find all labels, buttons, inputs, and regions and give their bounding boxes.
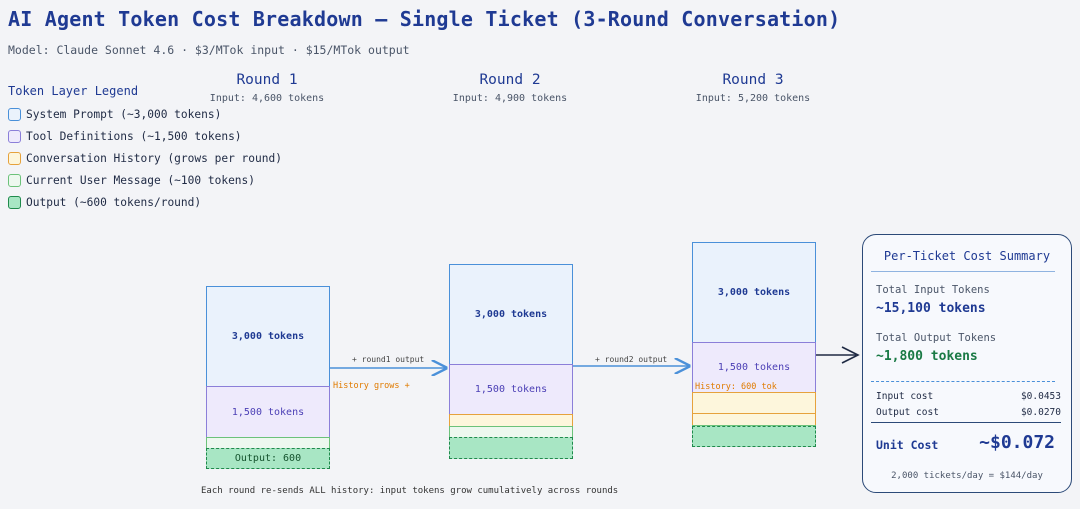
total-input-label: Total Input Tokens	[876, 284, 990, 296]
arrow-1-label: + round1 output	[352, 355, 425, 364]
output-cost-value: $0.0270	[1020, 407, 1061, 418]
legend-item-user-message: Current User Message (~100 tokens)	[8, 172, 255, 188]
total-output-label: Total Output Tokens	[876, 332, 997, 344]
round-2-system-layer: 3,000 tokens	[449, 264, 573, 365]
round-1-tools-layer: 1,500 tokens	[206, 386, 330, 438]
round-1-label: Round 1	[236, 72, 298, 88]
total-output-value: ~1,800 tokens	[876, 349, 978, 364]
round-3-history-layer-a	[692, 392, 816, 414]
round-3-input: Input: 5,200 tokens	[695, 93, 811, 104]
summary-solid-divider	[871, 422, 1061, 423]
round-1-system-layer: 3,000 tokens	[206, 286, 330, 387]
total-input-value: ~15,100 tokens	[876, 301, 986, 316]
legend-label: Tool Definitions (~1,500 tokens)	[26, 129, 242, 143]
summary-footer: 2,000 tickets/day = $144/day	[891, 471, 1043, 481]
round-3-output-layer	[692, 426, 816, 447]
legend-item-output: Output (~600 tokens/round)	[8, 194, 201, 210]
legend-swatch-user	[8, 173, 21, 187]
round-2-stack: 3,000 tokens 1,500 tokens	[449, 264, 573, 460]
arrow-2-label: + round2 output	[595, 355, 668, 364]
legend-swatch-system	[8, 107, 21, 121]
legend-swatch-history	[8, 151, 21, 165]
round-1-output-layer: Output: 600	[206, 448, 330, 469]
legend-label: System Prompt (~3,000 tokens)	[26, 107, 222, 121]
round-3-stack: 3,000 tokens 1,500 tokens	[692, 242, 816, 448]
round-2-label: Round 2	[479, 72, 541, 88]
round-3-history-label: History: 600 tok	[695, 382, 777, 392]
input-cost-label: Input cost	[876, 391, 934, 402]
round-2-input: Input: 4,900 tokens	[452, 93, 568, 104]
legend-title: Token Layer Legend	[8, 84, 139, 98]
summary-dashed-divider	[871, 381, 1055, 382]
cost-summary-card: Per-Ticket Cost Summary Total Input Toke…	[862, 234, 1072, 493]
legend-swatch-tools	[8, 129, 21, 143]
round-1-stack: 3,000 tokens 1,500 tokens Output: 600	[206, 286, 330, 470]
round-3-system-layer: 3,000 tokens	[692, 242, 816, 343]
round-1-input: Input: 4,600 tokens	[209, 93, 325, 104]
page-title: AI Agent Token Cost Breakdown — Single T…	[8, 7, 841, 31]
summary-title-rule	[871, 271, 1055, 272]
unit-cost-label: Unit Cost	[876, 438, 939, 452]
legend-item-tool-definitions: Tool Definitions (~1,500 tokens)	[8, 128, 242, 144]
legend-swatch-output	[8, 195, 21, 209]
round-3-tools-layer: 1,500 tokens	[692, 342, 816, 393]
arrow-round3-to-summary-head	[841, 346, 860, 364]
unit-cost-value: ~$0.072	[979, 432, 1055, 453]
round-2-output-layer	[449, 437, 573, 459]
page-subtitle: Model: Claude Sonnet 4.6 · $3/MTok input…	[8, 43, 410, 57]
legend-label: Conversation History (grows per round)	[26, 151, 282, 165]
footnote: Each round re-sends ALL history: input t…	[201, 486, 619, 496]
legend-item-system-prompt: System Prompt (~3,000 tokens)	[8, 106, 221, 122]
input-cost-value: $0.0453	[1020, 391, 1061, 402]
output-cost-label: Output cost	[876, 407, 939, 418]
input-cost-row: Input cost $0.0453	[876, 391, 1061, 402]
arrow-1-note: History grows +	[333, 381, 410, 391]
summary-title: Per-Ticket Cost Summary	[883, 249, 1051, 263]
legend-label: Output (~600 tokens/round)	[26, 195, 202, 209]
round-3-label: Round 3	[722, 72, 784, 88]
round-2-tools-layer: 1,500 tokens	[449, 364, 573, 415]
output-cost-row: Output cost $0.0270	[876, 407, 1061, 418]
legend-item-conversation-history: Conversation History (grows per round)	[8, 150, 282, 166]
legend-label: Current User Message (~100 tokens)	[26, 173, 256, 187]
